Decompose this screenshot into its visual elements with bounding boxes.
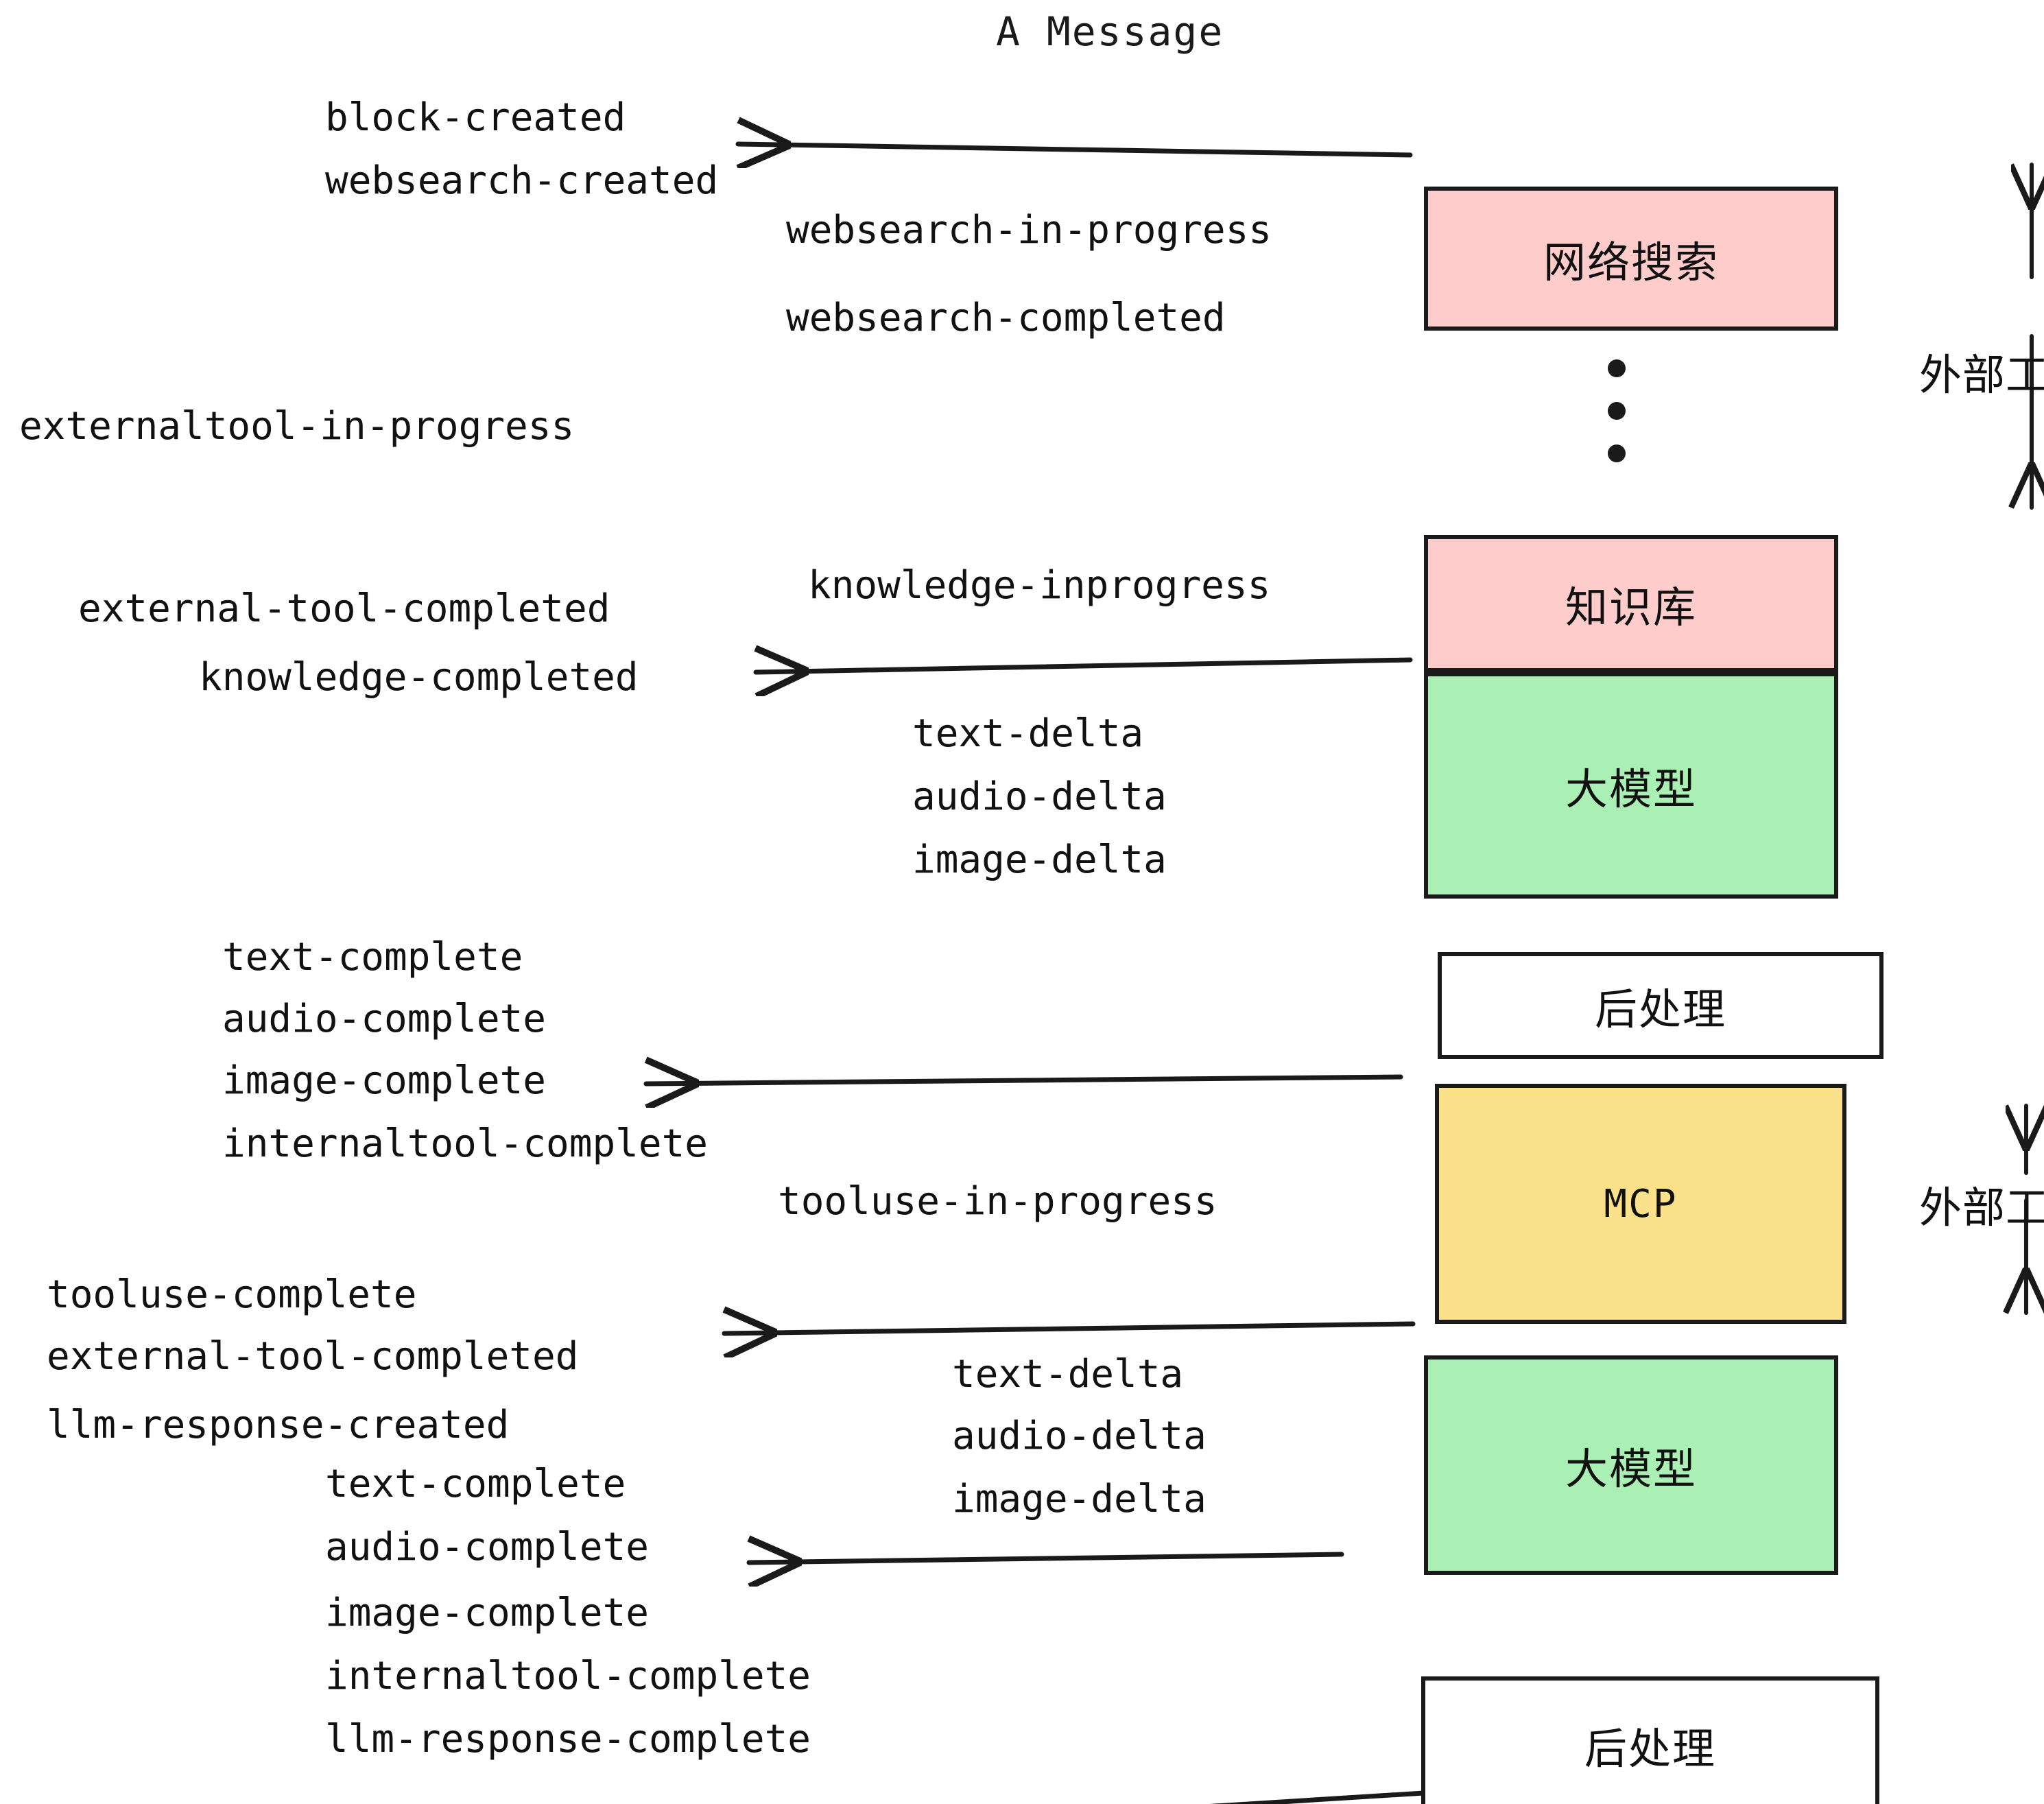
component-box: 大模型 — [1424, 1355, 1838, 1575]
event-label: internaltool-complete — [222, 1121, 709, 1166]
event-label: text-delta — [912, 711, 1144, 756]
event-label: image-complete — [222, 1058, 547, 1103]
event-label: block-created — [325, 95, 626, 140]
event-label: websearch-created — [325, 158, 719, 203]
event-label: audio-delta — [952, 1414, 1207, 1458]
event-label: external-tool-completed — [78, 586, 610, 631]
event-label: text-complete — [222, 935, 523, 980]
vertical-ellipsis — [1608, 359, 1626, 462]
external-tool-label: 外部工具 — [1919, 350, 2044, 400]
event-label: external-tool-completed — [47, 1334, 579, 1379]
event-label: image-delta — [912, 838, 1167, 882]
component-box: 网络搜索 — [1424, 187, 1838, 331]
component-box: MCP — [1435, 1084, 1846, 1324]
event-label: image-delta — [952, 1477, 1207, 1521]
knowledge-arrow — [753, 660, 1413, 672]
event-label: llm-response-complete — [325, 1717, 811, 1761]
event-label: tooluse-in-progress — [778, 1179, 1217, 1224]
event-label: text-delta — [952, 1352, 1184, 1397]
event-label: audio-complete — [222, 997, 547, 1041]
ellipsis-dot — [1608, 359, 1626, 377]
page-title: A Message — [996, 8, 1224, 55]
event-label: websearch-in-progress — [786, 208, 1272, 252]
block-complete-arrow — [1209, 1790, 1427, 1804]
block-created-arrow — [735, 144, 1413, 155]
external-tool-label: 外部工具 — [1919, 1183, 2044, 1233]
image-complete-arrow — [643, 1077, 1403, 1084]
tooluse-complete-arrow — [722, 1324, 1416, 1333]
event-label: audio-complete — [325, 1525, 650, 1569]
component-box: 知识库 — [1424, 535, 1838, 672]
event-label: llm-response-created — [47, 1403, 510, 1447]
event-label: text-complete — [325, 1462, 626, 1506]
event-label: externaltool-in-progress — [19, 404, 575, 449]
component-box: 后处理 — [1438, 952, 1883, 1059]
event-label: image-complete — [325, 1591, 650, 1635]
ellipsis-dot — [1608, 402, 1626, 420]
audio-complete-arrow — [746, 1554, 1344, 1563]
event-label: audio-delta — [912, 774, 1167, 819]
event-label: internaltool-complete — [325, 1654, 811, 1698]
event-label: knowledge-inprogress — [808, 563, 1271, 608]
event-label: tooluse-complete — [47, 1272, 417, 1317]
event-label: knowledge-completed — [199, 655, 639, 700]
ellipsis-dot — [1608, 444, 1626, 462]
component-box: 大模型 — [1424, 672, 1838, 899]
event-label: websearch-completed — [786, 296, 1226, 340]
component-box: 后处理 — [1421, 1676, 1879, 1804]
